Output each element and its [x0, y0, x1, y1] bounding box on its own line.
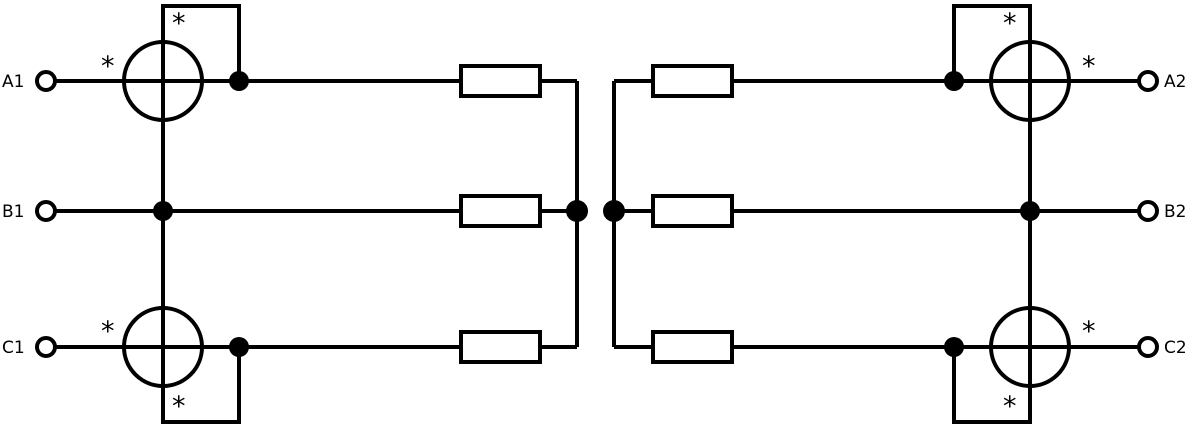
polarity-mark-left-top-loop: * [172, 8, 186, 39]
wire-right-bottom-loop [952, 347, 1032, 424]
polarity-mark-left-bottom-line: * [101, 316, 115, 347]
resistor-left-a [459, 64, 542, 98]
polarity-mark-left-bottom-loop: * [172, 391, 186, 422]
terminal-label-c1: C1 [2, 338, 25, 358]
terminal-label-b2: B2 [1164, 202, 1186, 222]
polarity-mark-right-top-line: * [1082, 51, 1096, 82]
junction-dot-bus-right-mid [603, 200, 625, 222]
junction-dot-left-mid [153, 201, 173, 221]
terminal-label-c2: C2 [1164, 338, 1187, 358]
terminal-c2[interactable] [1137, 336, 1159, 358]
terminal-c1[interactable] [35, 336, 57, 358]
junction-dot-right-top [944, 71, 964, 91]
terminal-label-a2: A2 [1164, 72, 1186, 92]
resistor-left-c [459, 330, 542, 364]
polarity-mark-left-top-line: * [101, 51, 115, 82]
terminal-b2[interactable] [1137, 200, 1159, 222]
terminal-label-b1: B1 [2, 202, 24, 222]
resistor-right-c [651, 330, 734, 364]
polarity-mark-right-bottom-line: * [1082, 316, 1096, 347]
wire-left-top-loop [161, 4, 241, 81]
terminal-b1[interactable] [35, 200, 57, 222]
terminal-a1[interactable] [35, 70, 57, 92]
resistor-right-a [651, 64, 734, 98]
polarity-mark-right-top-loop: * [1003, 8, 1017, 39]
junction-dot-left-top [229, 71, 249, 91]
junction-dot-right-bottom [944, 337, 964, 357]
junction-dot-left-bottom [229, 337, 249, 357]
resistor-left-b [459, 194, 542, 228]
junction-dot-right-mid [1020, 201, 1040, 221]
wire-left-bottom-loop [161, 347, 241, 424]
terminal-label-a1: A1 [2, 72, 24, 92]
wire-right-top-loop [952, 4, 1032, 81]
polarity-mark-right-bottom-loop: * [1003, 391, 1017, 422]
terminal-a2[interactable] [1137, 70, 1159, 92]
resistor-right-b [651, 194, 734, 228]
junction-dot-bus-left-mid [566, 200, 588, 222]
